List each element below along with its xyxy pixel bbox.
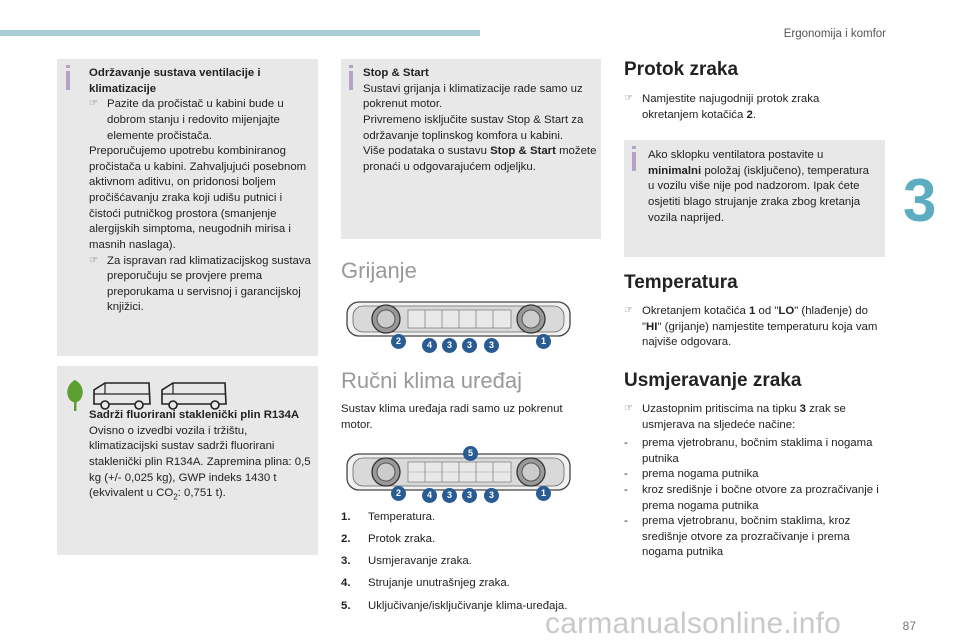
- callout-marker: 2: [391, 334, 406, 349]
- eco-text: Sadrži fluorirani staklenički plin R134A…: [89, 408, 314, 503]
- stop-start-line-1: Sustavi grijanja i klimatizacije rade sa…: [363, 82, 583, 111]
- list-item: -prema nogama putnika: [624, 468, 759, 481]
- callout-marker: 1: [536, 486, 551, 501]
- protok-info-text: Ako sklopku ventilatora postavite u mini…: [648, 149, 869, 224]
- stop-start-text: Stop & Start Sustavi grijanja i klimatiz…: [363, 66, 599, 175]
- maintenance-title: Održavanje sustava ventilacije i klimati…: [89, 67, 261, 95]
- callout-marker: 2: [391, 486, 406, 501]
- callout-marker: 3: [442, 488, 457, 503]
- heating-control-panel: [346, 301, 571, 337]
- callout-marker: 4: [422, 338, 437, 353]
- eco-paragraph: Ovisno o izvedbi vozila i tržištu, klima…: [89, 424, 311, 502]
- list-item: 4.Strujanje unutrašnjeg zraka.: [341, 577, 510, 590]
- rucni-intro: Sustav klima uređaja radi samo uz pokren…: [341, 403, 563, 431]
- stop-start-title: Stop & Start: [363, 67, 429, 79]
- pointer-icon: ☞: [624, 93, 633, 104]
- callout-marker: 3: [442, 338, 457, 353]
- list-item: 5.Uključivanje/isključivanje klima-uređa…: [341, 599, 568, 612]
- callout-marker: 5: [463, 446, 478, 461]
- list-item: 3.Usmjeravanje zraka.: [341, 555, 472, 568]
- maintenance-paragraph: Preporučujemo upotrebu kombiniranog proč…: [89, 145, 307, 251]
- stop-start-info-box: [341, 59, 601, 239]
- info-icon: [349, 65, 353, 90]
- usmjeravanje-text: ☞Uzastopnim pritiscima na tipku 3 zrak s…: [624, 403, 846, 431]
- ac-legend-list: 1.Temperatura. 2.Protok zraka. 3.Usmjera…: [341, 510, 601, 621]
- chapter-number: 3: [903, 167, 937, 234]
- pointer-icon: ☞: [89, 98, 98, 110]
- protok-info-box: [624, 140, 885, 257]
- section-title-temperatura: Temperatura: [624, 272, 738, 293]
- section-title-rucni-klima: Ručni klima uređaj: [341, 368, 522, 393]
- callout-marker: 1: [536, 334, 551, 349]
- callout-marker: 4: [422, 488, 437, 503]
- running-head: Ergonomija i komfor: [783, 28, 886, 40]
- air-direction-list: -prema vjetrobranu, bočnim staklima i no…: [624, 436, 879, 561]
- list-item: -prema vjetrobranu, bočnim staklima i no…: [624, 437, 873, 465]
- van-icon: [93, 382, 151, 410]
- section-title-protok: Protok zraka: [624, 59, 739, 80]
- list-item: -prema vjetrobranu, bočnim staklima, kro…: [624, 515, 851, 559]
- stop-start-line-2: Privremeno isključite sustav Stop & Star…: [363, 113, 584, 142]
- list-item: 2.Protok zraka.: [341, 533, 436, 546]
- header-accent-bar: [0, 30, 480, 36]
- maintenance-text: Održavanje sustava ventilacije i klimati…: [89, 66, 314, 316]
- maintenance-bullet-2: Za ispravan rad klimatizacijskog sustava…: [107, 254, 311, 314]
- callout-marker: 3: [462, 338, 477, 353]
- pointer-icon: ☞: [624, 403, 633, 414]
- maintenance-bullet-1: Pazite da pročistač u kabini bude u dobr…: [107, 98, 284, 142]
- callout-marker: 3: [462, 488, 477, 503]
- callout-marker: 3: [484, 488, 499, 503]
- callout-marker: 3: [484, 338, 499, 353]
- info-icon: [66, 65, 70, 90]
- pointer-icon: ☞: [624, 305, 633, 316]
- eco-info-box: [57, 366, 318, 555]
- van-icon: [161, 382, 227, 410]
- ac-control-panel: [346, 453, 571, 491]
- section-title-grijanje: Grijanje: [341, 258, 417, 283]
- temperatura-text: ☞Okretanjem kotačića 1 od "LO" (hlađenje…: [624, 305, 878, 349]
- info-icon: [632, 146, 636, 171]
- list-item: 1.Temperatura.: [341, 511, 436, 523]
- list-item: -kroz središnje i bočne otvore za prozra…: [624, 483, 879, 512]
- page-number: 87: [902, 618, 916, 633]
- maintenance-info-box: [57, 59, 318, 356]
- stop-start-line-3: Više podataka o sustavu Stop & Start mož…: [363, 145, 597, 173]
- leaf-icon: [67, 380, 83, 411]
- section-title-usmjeravanje: Usmjeravanje zraka: [624, 370, 802, 391]
- watermark: carmanualsonline.info: [545, 606, 842, 640]
- pointer-icon: ☞: [89, 254, 98, 266]
- eco-title: Sadrži fluorirani staklenički plin R134A: [89, 409, 300, 421]
- protok-bullet: ☞Namjestite najugodniji protok zraka okr…: [624, 93, 820, 121]
